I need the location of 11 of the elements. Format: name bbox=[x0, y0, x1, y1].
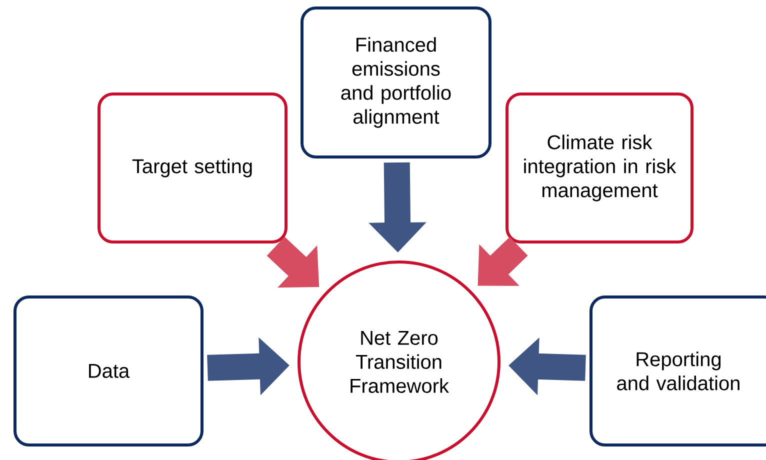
node-label: Financed emissions and portfolio alignment bbox=[341, 37, 451, 128]
node-label: Target setting bbox=[132, 158, 252, 178]
process-box bbox=[14, 295, 204, 446]
process-box bbox=[590, 295, 766, 446]
node-label: Reporting and validation bbox=[617, 352, 740, 390]
node-label: Data bbox=[89, 364, 130, 378]
process-box bbox=[98, 92, 288, 244]
process-box bbox=[300, 6, 492, 158]
process-box bbox=[506, 92, 694, 244]
block-arrow bbox=[478, 236, 528, 286]
node-label: Climate risk integration in risk management bbox=[524, 134, 676, 202]
